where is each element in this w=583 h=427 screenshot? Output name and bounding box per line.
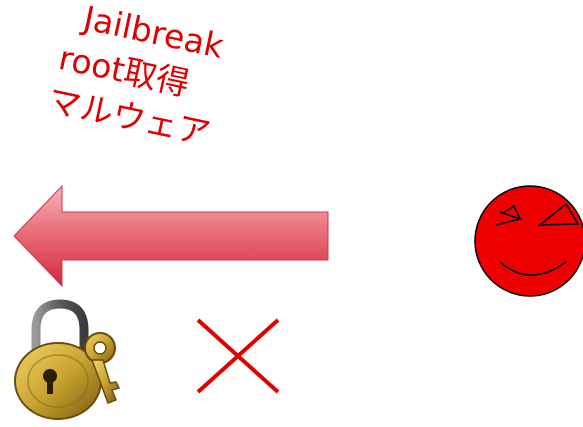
padlock-key-icon bbox=[14, 299, 121, 420]
evil-face-icon bbox=[474, 185, 583, 297]
left-arrow-icon bbox=[13, 184, 329, 288]
cross-mark-icon bbox=[196, 318, 280, 394]
